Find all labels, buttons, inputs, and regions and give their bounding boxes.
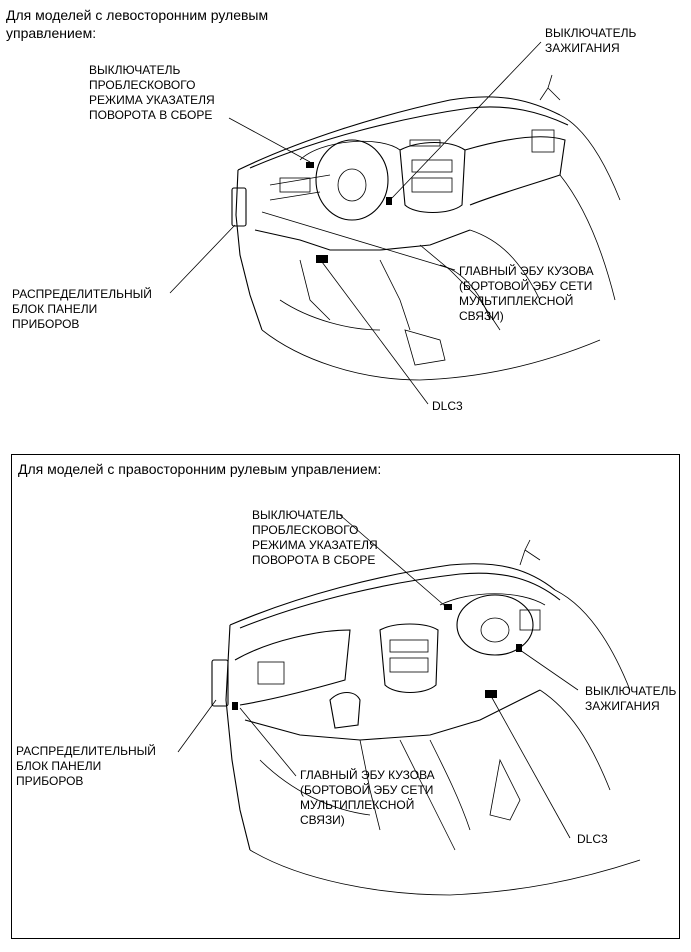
lhd-junction-label: РАСПРЕДЕЛИТЕЛЬНЫЙ БЛОК ПАНЕЛИ ПРИБОРОВ	[12, 287, 152, 331]
rhd-ignition-label: ВЫКЛЮЧАТЕЛЬ ЗАЖИГАНИЯ	[585, 684, 677, 713]
lhd-dlc-label: DLC3	[432, 399, 463, 413]
lhd-heading: Для моделей с левосторонним рулевым упра…	[6, 7, 269, 41]
rhd-flasher-label: ВЫКЛЮЧАТЕЛЬ ПРОБЛЕСКОВОГО РЕЖИМА УКАЗАТЕ…	[252, 508, 378, 567]
lhd-ignition-label: ВЫКЛЮЧАТЕЛЬ ЗАЖИГАНИЯ	[545, 26, 637, 55]
rhd-ecu-label: ГЛАВНЫЙ ЭБУ КУЗОВА (БОРТОВОЙ ЭБУ СЕТИ МУ…	[300, 768, 435, 827]
rhd-frame	[11, 454, 680, 939]
lhd-dashboard-drawing	[169, 41, 621, 405]
lhd-ecu-label: ГЛАВНЫЙ ЭБУ КУЗОВА (БОРТОВОЙ ЭБУ СЕТИ МУ…	[459, 264, 594, 323]
rhd-junction-label: РАСПРЕДЕЛИТЕЛЬНЫЙ БЛОК ПАНЕЛИ ПРИБОРОВ	[16, 744, 156, 788]
rhd-heading: Для моделей с правосторонним рулевым упр…	[18, 461, 382, 477]
rhd-dlc-label: DLC3	[577, 832, 608, 846]
lhd-flasher-label: ВЫКЛЮЧАТЕЛЬ ПРОБЛЕСКОВОГО РЕЖИМА УКАЗАТЕ…	[89, 63, 215, 122]
